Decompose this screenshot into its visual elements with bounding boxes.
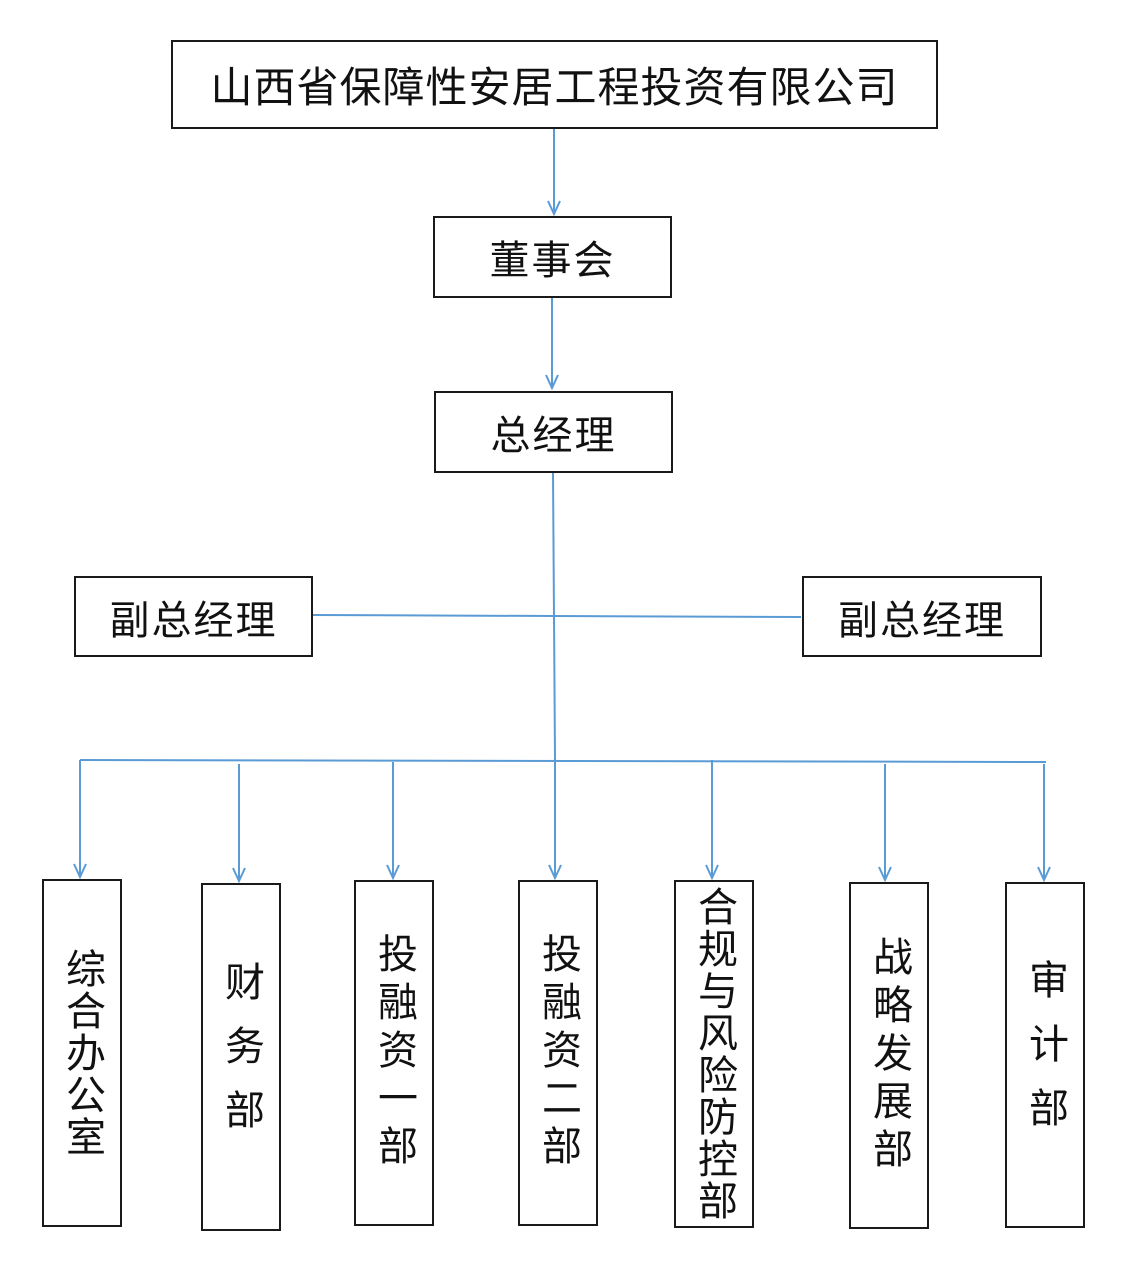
deputy-manager-left-label: 副总经理 [109,597,278,644]
department-node-3: 投融资一部 [354,880,434,1226]
department-bus [79,759,1047,763]
company-node: 山西省保障性安居工程投资有限公司 [171,40,938,129]
department-label-4: 投融资二部 [535,933,581,1173]
general-manager-label: 总经理 [490,413,617,459]
department-node-2: 财务部 [201,883,281,1231]
department-label-3: 投融资一部 [371,933,417,1173]
link-deputy-right [553,615,802,618]
deputy-manager-left-node: 副总经理 [74,576,313,657]
deputy-manager-right-node: 副总经理 [802,576,1042,657]
link-deputy-left [312,614,555,617]
deputy-manager-right-label: 副总经理 [838,597,1006,644]
department-node-7: 审计部 [1005,882,1085,1228]
department-node-1: 综合办公室 [42,879,122,1227]
department-label-2: 财务部 [218,961,264,1153]
department-label-7: 审计部 [1022,959,1068,1151]
general-manager-node: 总经理 [434,391,673,473]
department-label-5: 合规与风险防控部 [691,886,737,1222]
department-node-5: 合规与风险防控部 [674,880,754,1228]
department-node-4: 投融资二部 [518,880,598,1226]
department-node-6: 战略发展部 [849,882,929,1229]
board-node: 董事会 [433,216,672,298]
department-label-1: 综合办公室 [59,948,105,1158]
board-label: 董事会 [489,238,616,284]
company-label: 山西省保障性安居工程投资有限公司 [210,63,899,112]
department-label-6: 战略发展部 [866,935,912,1176]
